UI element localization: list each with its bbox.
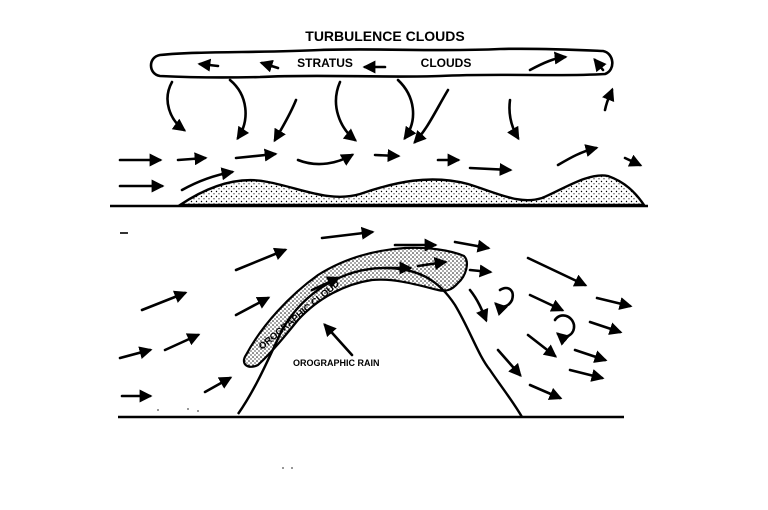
stratus-label: STRATUS (297, 56, 353, 70)
rolling-hills (176, 174, 647, 207)
leeward-arrows (468, 256, 633, 400)
bottom-panel: OROGRAPHIC CLOUD OROGRAPHIC RAIN (118, 226, 633, 469)
scan-specks (157, 408, 293, 469)
top-panel: TURBULENCE CLOUDS STRATUS CLOUDS (110, 28, 648, 208)
cloud-flow-arrows (310, 257, 448, 292)
clouds-label: CLOUDS (421, 56, 472, 70)
rain-pointer-arrow (323, 323, 354, 357)
cloud-band-arrows (197, 51, 607, 74)
windward-arrows (118, 226, 493, 403)
turbulence-eddies (166, 78, 615, 144)
orographic-cloud (242, 246, 468, 368)
surface-wind-arrows (118, 144, 643, 193)
orographic-rain-label: OROGRAPHIC RAIN (293, 358, 380, 368)
turbulence-clouds-title: TURBULENCE CLOUDS (305, 28, 464, 44)
